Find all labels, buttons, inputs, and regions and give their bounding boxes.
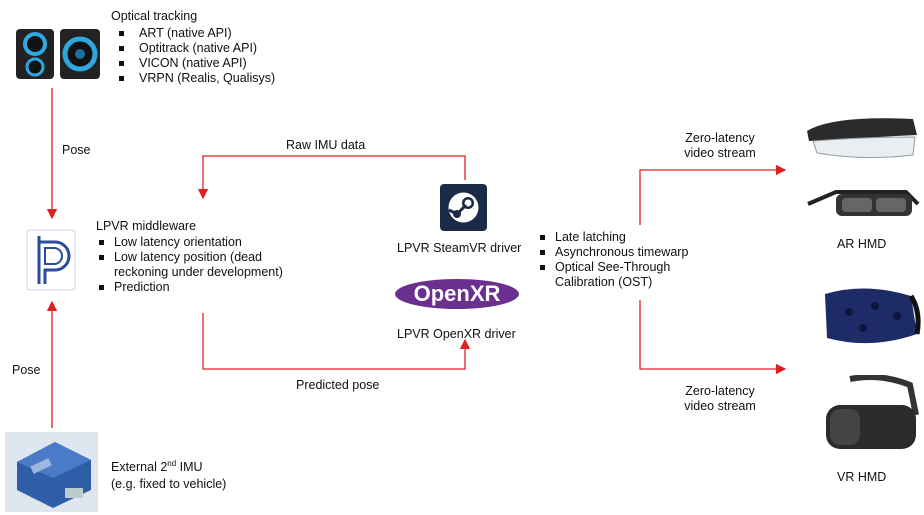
optical-tracking-title: Optical tracking [111, 9, 198, 23]
stream-label-line: Zero-latency [685, 384, 755, 398]
list-item: Asynchronous timewarp [537, 245, 688, 260]
steam-icon [440, 184, 487, 231]
stream-label-bottom: Zero-latency video stream [668, 384, 772, 414]
list-item: Prediction [96, 280, 283, 295]
stream-label-top: Zero-latency video stream [668, 131, 772, 161]
list-item: ART (native API) [111, 26, 275, 41]
openxr-logo: OpenXR [395, 276, 525, 312]
external-imu-image [5, 432, 98, 512]
stream-label-line: video stream [684, 146, 756, 160]
predicted-pose-arrow [202, 313, 471, 370]
list-item: Optitrack (native API) [111, 41, 275, 56]
ar-hmd-label: AR HMD [837, 237, 887, 251]
external-imu-line1: External 2nd IMU [111, 458, 203, 475]
list-item: reckoning under development) [114, 265, 283, 279]
list-item: Low latency position (dead [96, 250, 283, 265]
stream-arrow-bottom [639, 300, 787, 375]
lpvr-logo [25, 228, 77, 292]
imu-text-a: External 2 [111, 460, 168, 474]
middleware-title: LPVR middleware [96, 219, 197, 233]
list-item: VICON (native API) [111, 56, 275, 71]
features-list: Late latching Asynchronous timewarp Opti… [537, 230, 688, 290]
list-item: Calibration (OST) [555, 275, 653, 289]
imu-text-b: IMU [176, 460, 203, 474]
stream-label-line: video stream [684, 399, 756, 413]
predicted-pose-label: Predicted pose [296, 378, 380, 392]
vr-hmd-label: VR HMD [837, 470, 887, 484]
external-imu-line2: (e.g. fixed to vehicle) [111, 477, 227, 491]
ar-headset-image [803, 111, 921, 163]
imu-text-sup: nd [167, 458, 177, 468]
vr-headset-rift-image [820, 374, 922, 455]
ar-glasses-image [806, 184, 921, 222]
raw-imu-arrow [197, 155, 466, 200]
middleware-list: Low latency orientation Low latency posi… [96, 235, 283, 295]
pose-label-bottom: Pose [12, 363, 41, 377]
raw-imu-label: Raw IMU data [286, 138, 366, 152]
list-item: Optical See-Through [537, 260, 688, 275]
openxr-logo-text: OpenXR [414, 281, 501, 306]
optical-tracking-list: ART (native API) Optitrack (native API) … [111, 26, 275, 86]
list-item: VRPN (Realis, Qualisys) [111, 71, 275, 86]
list-item: Late latching [537, 230, 688, 245]
openxr-driver-label: LPVR OpenXR driver [397, 327, 516, 341]
vr-headset-vive-image [815, 282, 921, 352]
stream-label-line: Zero-latency [685, 131, 755, 145]
list-item: Low latency orientation [96, 235, 283, 250]
pose-label-top: Pose [62, 143, 91, 157]
stream-arrow-top [639, 164, 787, 225]
steamvr-driver-label: LPVR SteamVR driver [397, 241, 522, 255]
optical-camera-image [14, 27, 102, 82]
